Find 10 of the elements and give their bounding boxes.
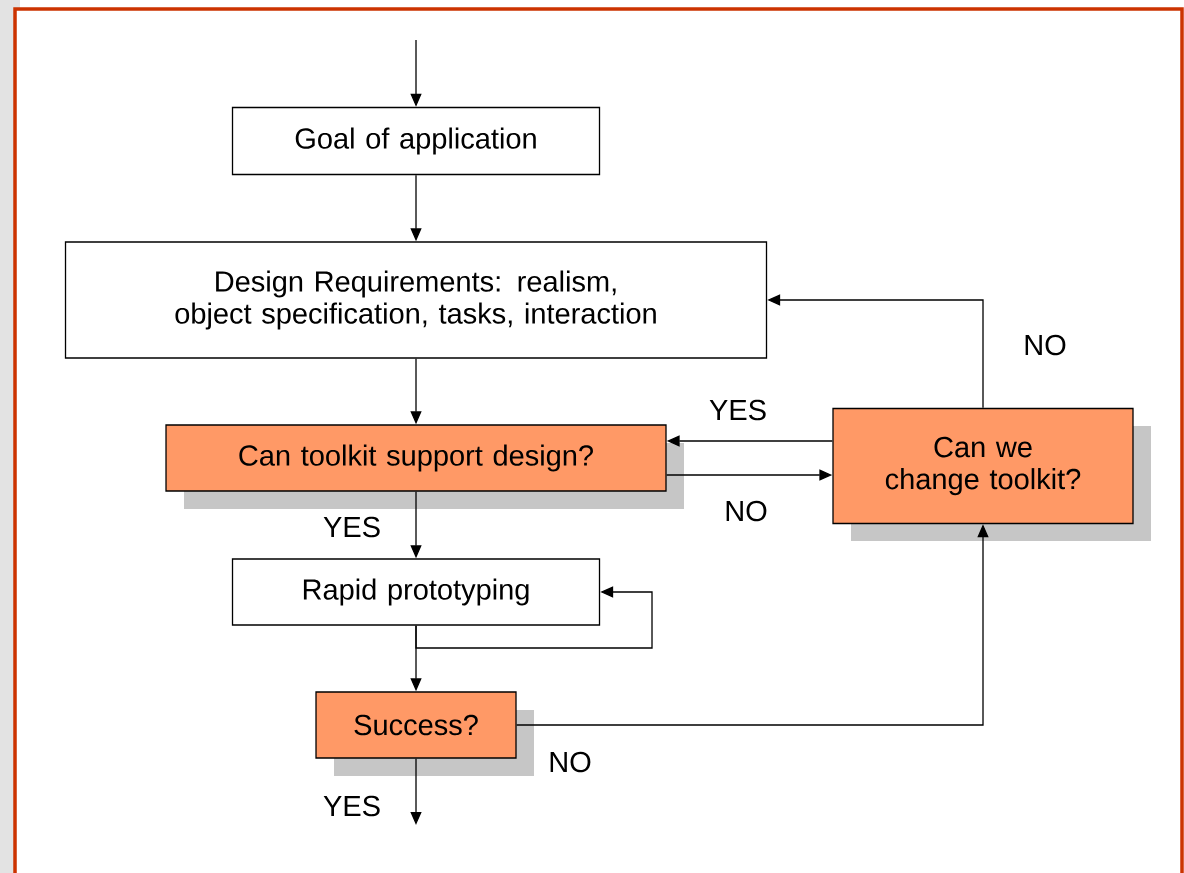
decision-box: Can toolkit support design? [165,424,684,509]
process-box: Rapid prototyping [231,558,601,626]
process-box: Goal of application [231,106,601,176]
edge-label: NO [547,750,593,774]
edge-label: NO [723,499,769,523]
edge-label: NO [1022,333,1068,357]
decision-box: Can we change toolkit? [832,407,1151,541]
decision-box: Success? [315,691,534,776]
process-box: Design Requirements: realism, object specification, tasks, interaction [64,241,768,359]
arrow [415,586,653,649]
